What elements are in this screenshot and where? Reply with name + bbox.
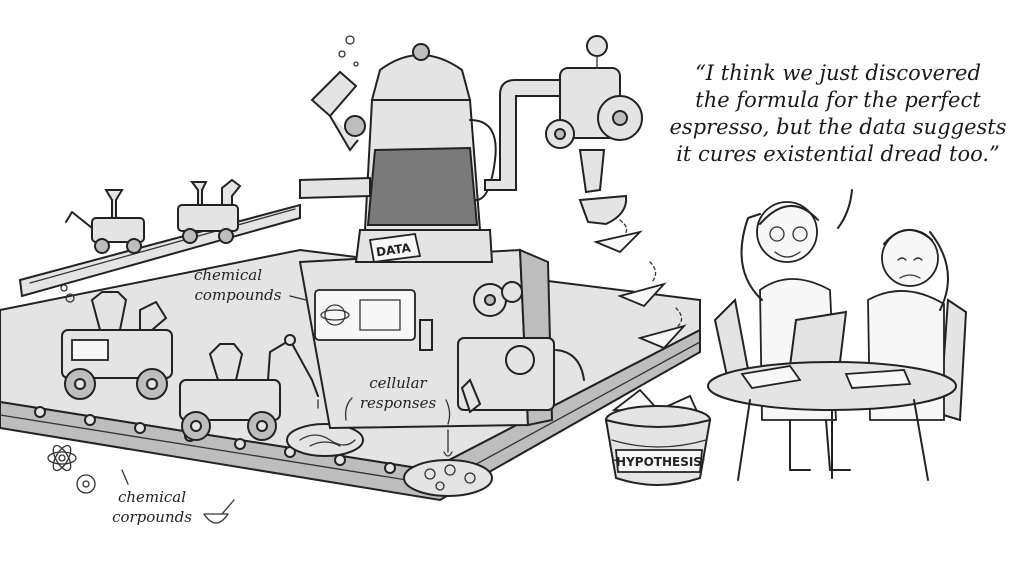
robot-cart-left	[60, 284, 173, 400]
scientist-smiling	[740, 201, 851, 471]
caption: “I think we just discovered the formula …	[669, 61, 1007, 229]
label-cellular-responses-line-2: responses	[360, 394, 437, 412]
gear-icon	[76, 474, 96, 494]
small-robot-cart-1	[65, 189, 145, 254]
caption-line-2: the formula for the perfect	[695, 88, 981, 112]
caption-line-1: “I think we just discovered	[695, 61, 981, 85]
robot-cart-arm	[179, 334, 319, 441]
atom-icon	[47, 444, 77, 472]
petri-dish-microbes	[403, 429, 493, 497]
hypothesis-label: HYPOTHESIS	[616, 455, 702, 469]
table-and-scientists	[707, 201, 968, 481]
coffee-data-machine: DATA	[298, 35, 643, 430]
label-chemical-corpounds-line-1: chemical	[118, 488, 186, 506]
lower-gadget-box	[457, 337, 585, 414]
label-cellular-responses-line-1: cellular	[369, 374, 427, 392]
mortar-pestle-icon	[203, 499, 235, 524]
data-tag-label: DATA	[375, 241, 412, 260]
caption-line-4: it cures existential dread too.”	[676, 142, 1000, 166]
paper-planes	[593, 219, 687, 350]
handwritten-labels: chemical compounds cellular responses ch…	[112, 266, 451, 526]
label-chemical-corpounds-line-2: corpounds	[112, 508, 192, 526]
speech-tail	[837, 189, 853, 229]
gear-icon	[473, 281, 523, 317]
petri-dish-swirl	[286, 423, 364, 457]
label-chemical-compounds-line-1: chemical	[194, 266, 262, 284]
small-robot-cart-2	[177, 178, 242, 244]
microscope	[299, 70, 371, 200]
label-chemical-compounds-line-2: compounds	[195, 286, 282, 304]
hypothesis-basket: HYPOTHESIS	[604, 388, 712, 486]
caption-line-3: espresso, but the data suggests	[669, 115, 1006, 139]
pipe-gearbox	[484, 35, 643, 226]
upper-conveyor	[18, 178, 301, 298]
bubbles	[338, 35, 359, 67]
